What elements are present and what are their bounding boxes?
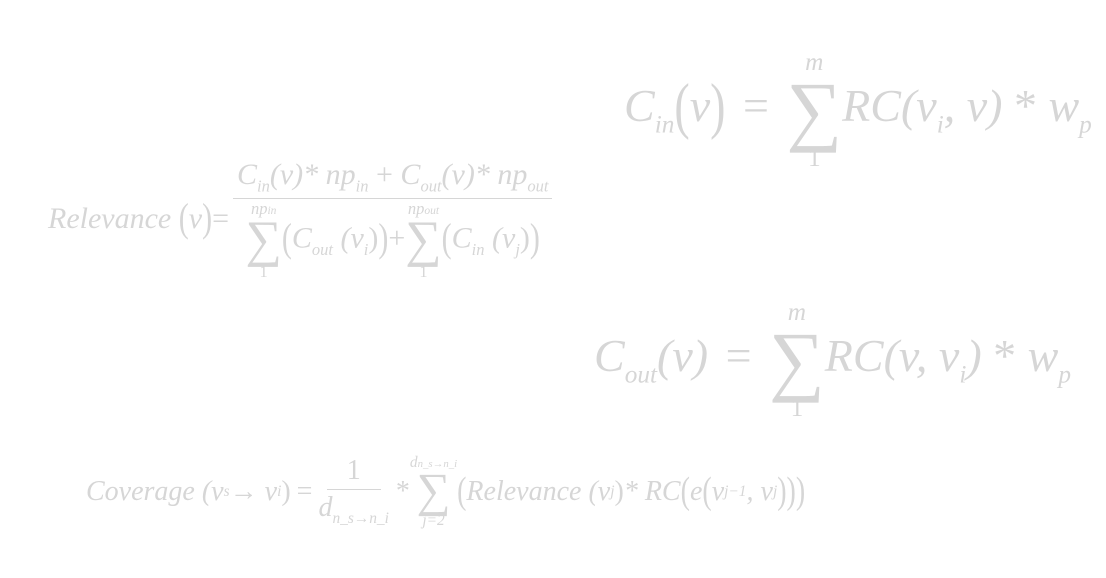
sum-symbol: npin∑1 xyxy=(245,199,282,281)
sum-symbol: m∑1 xyxy=(769,298,825,422)
c-in-lhs: C xyxy=(624,80,655,132)
sum-symbol: m∑1 xyxy=(786,48,843,172)
sum-symbol: npout∑1 xyxy=(405,199,442,281)
relevance-fraction: Cin(v)* npin + Cout(v)* npout npin∑1(Cou… xyxy=(233,158,553,281)
c-out-lhs: C xyxy=(594,330,625,382)
sum-symbol: dn_s→n_i∑j=2 xyxy=(409,454,458,530)
coverage-lhs: Coverage xyxy=(86,475,195,507)
coverage-fraction: 1 dn_s→n_i xyxy=(318,455,389,528)
equation-relevance: Relevance (v)= Cin(v)* npin + Cout(v)* n… xyxy=(48,158,553,281)
relevance-lhs: Relevance xyxy=(48,202,172,236)
